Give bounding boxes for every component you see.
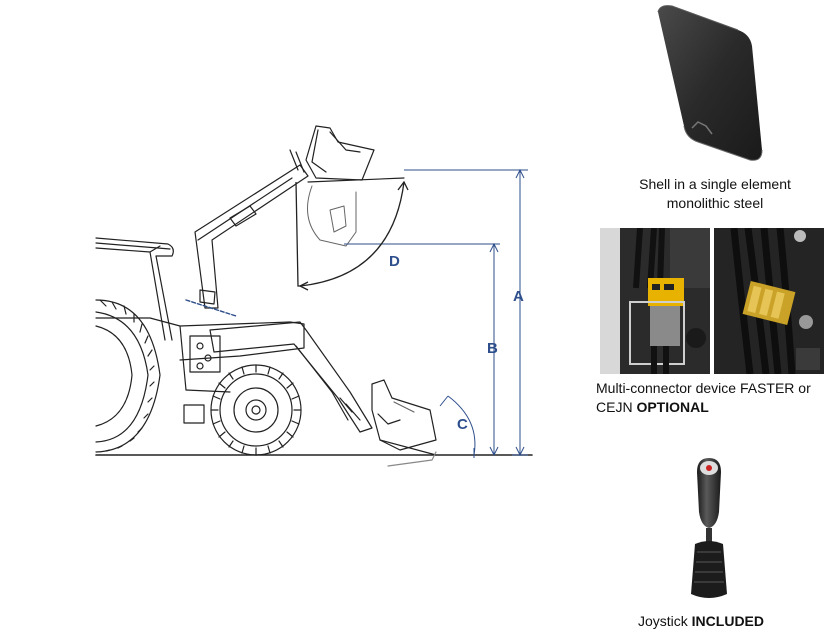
loader-boom-raised xyxy=(185,149,309,317)
multiconnector-caption-line2: CEJN OPTIONAL xyxy=(596,398,836,417)
shell-caption-line2: monolithic steel xyxy=(666,195,764,211)
dimension-c-arc xyxy=(447,395,476,456)
tractor-cab xyxy=(95,237,174,341)
dimension-d-arc xyxy=(295,181,405,287)
dimension-label-c: C xyxy=(457,416,468,433)
joystick-icon xyxy=(691,458,727,598)
bucket-shell-icon xyxy=(657,5,763,161)
dimension-label-b: B xyxy=(487,340,498,357)
included-label: INCLUDED xyxy=(691,613,765,629)
dumped-bucket xyxy=(307,185,357,247)
hydraulic-connector-photo xyxy=(600,228,824,374)
tractor-hood xyxy=(95,317,305,393)
dimension-label-a: A xyxy=(513,288,524,305)
shell-caption-line1: Shell in a single element xyxy=(639,176,791,192)
loader-boom-lowered xyxy=(209,321,373,433)
joystick-caption-plain: Joystick xyxy=(637,613,692,629)
joystick-caption: Joystick INCLUDED xyxy=(590,612,812,631)
optional-label: OPTIONAL xyxy=(636,399,709,415)
shell-caption: Shell in a single element monolithic ste… xyxy=(590,175,840,213)
rear-wheel xyxy=(95,299,161,453)
front-wheel xyxy=(210,364,302,456)
lowered-bucket xyxy=(371,379,437,467)
multiconnector-caption-plain: CEJN xyxy=(596,399,637,415)
multiconnector-caption: Multi-connector device FASTER or CEJN OP… xyxy=(596,379,836,417)
dimension-label-d: D xyxy=(389,253,400,270)
multiconnector-caption-line1: Multi-connector device FASTER or xyxy=(596,380,811,396)
raised-bucket xyxy=(305,125,405,183)
